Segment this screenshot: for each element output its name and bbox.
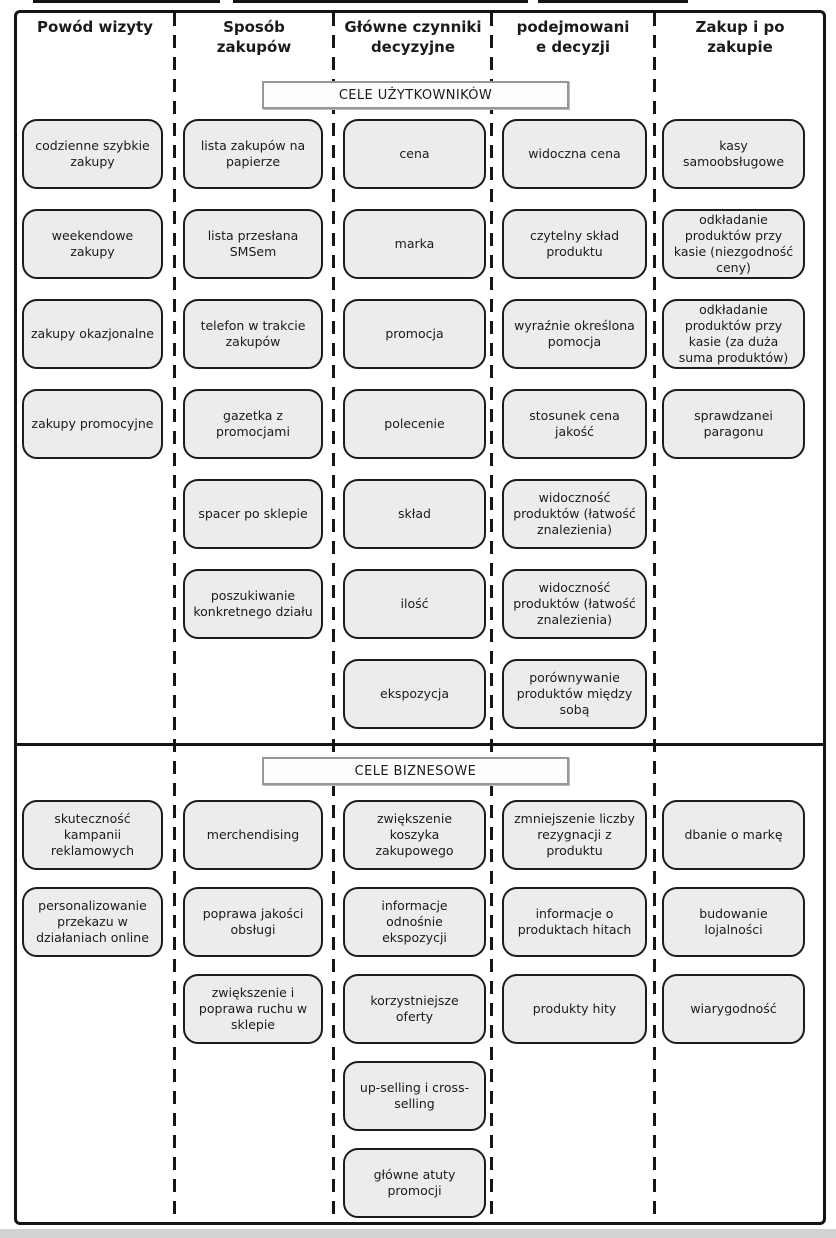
- column-header: Główne czynniki decyzyjne: [344, 18, 482, 57]
- sticky-note[interactable]: widoczność produktów (łatwość znalezieni…: [502, 569, 647, 639]
- sticky-note[interactable]: odkładanie produktów przy kasie (za duża…: [662, 299, 805, 369]
- sticky-note[interactable]: up-selling i cross-selling: [343, 1061, 486, 1131]
- sticky-note[interactable]: ilość: [343, 569, 486, 639]
- column-header: Zakup i po zakupie: [695, 18, 785, 57]
- sticky-note[interactable]: sprawdzanei paragonu: [662, 389, 805, 459]
- column-divider: [653, 13, 656, 1222]
- section-divider: [14, 743, 826, 746]
- sticky-note[interactable]: personalizowanie przekazu w działaniach …: [22, 887, 163, 957]
- column-header: podejmowani e decyzji: [516, 18, 630, 57]
- sticky-note[interactable]: czytelny skład produktu: [502, 209, 647, 279]
- sticky-note[interactable]: lista zakupów na papierze: [183, 119, 323, 189]
- sticky-note[interactable]: dbanie o markę: [662, 800, 805, 870]
- sticky-note[interactable]: marka: [343, 209, 486, 279]
- sticky-note[interactable]: poprawa jakości obsługi: [183, 887, 323, 957]
- top-edge-line: [233, 0, 528, 3]
- sticky-note[interactable]: zwiększenie i poprawa ruchu w sklepie: [183, 974, 323, 1044]
- business-goals-banner: CELE BIZNESOWE: [262, 757, 569, 785]
- sticky-note[interactable]: ekspozycja: [343, 659, 486, 729]
- column-header: Powód wizyty: [37, 18, 153, 36]
- bottom-strip: [0, 1229, 836, 1238]
- sticky-note[interactable]: zwiększenie koszyka zakupowego: [343, 800, 486, 870]
- sticky-note[interactable]: informacje o produktach hitach: [502, 887, 647, 957]
- sticky-note[interactable]: codzienne szybkie zakupy: [22, 119, 163, 189]
- column-divider: [332, 13, 335, 1222]
- sticky-note[interactable]: zakupy okazjonalne: [22, 299, 163, 369]
- column-header: Sposób zakupów: [216, 18, 292, 57]
- sticky-note[interactable]: główne atuty promocji: [343, 1148, 486, 1218]
- sticky-note[interactable]: merchendising: [183, 800, 323, 870]
- sticky-note[interactable]: zmniejszenie liczby rezygnacji z produkt…: [502, 800, 647, 870]
- top-edge-line: [33, 0, 220, 3]
- sticky-note[interactable]: skuteczność kampanii reklamowych: [22, 800, 163, 870]
- sticky-note[interactable]: polecenie: [343, 389, 486, 459]
- sticky-note[interactable]: widoczna cena: [502, 119, 647, 189]
- sticky-note[interactable]: wyraźnie określona pomocja: [502, 299, 647, 369]
- column-divider: [173, 13, 176, 1222]
- sticky-note[interactable]: produkty hity: [502, 974, 647, 1044]
- column-divider: [490, 13, 493, 1222]
- sticky-note[interactable]: informacje odnośnie ekspozycji: [343, 887, 486, 957]
- sticky-note[interactable]: promocja: [343, 299, 486, 369]
- sticky-note[interactable]: widoczność produktów (łatwość znalezieni…: [502, 479, 647, 549]
- user-goals-banner: CELE UŻYTKOWNIKÓW: [262, 81, 569, 109]
- top-edge-line: [538, 0, 688, 3]
- sticky-note[interactable]: weekendowe zakupy: [22, 209, 163, 279]
- sticky-note[interactable]: lista przesłana SMSem: [183, 209, 323, 279]
- sticky-note[interactable]: wiarygodność: [662, 974, 805, 1044]
- sticky-note[interactable]: skład: [343, 479, 486, 549]
- sticky-note[interactable]: porównywanie produktów między sobą: [502, 659, 647, 729]
- sticky-note[interactable]: spacer po sklepie: [183, 479, 323, 549]
- sticky-note[interactable]: kasy samoobsługowe: [662, 119, 805, 189]
- sticky-note[interactable]: cena: [343, 119, 486, 189]
- sticky-note[interactable]: telefon w trakcie zakupów: [183, 299, 323, 369]
- diagram-outer-frame: [14, 10, 826, 1225]
- sticky-note[interactable]: odkładanie produktów przy kasie (niezgod…: [662, 209, 805, 279]
- sticky-note[interactable]: zakupy promocyjne: [22, 389, 163, 459]
- sticky-note[interactable]: korzystniejsze oferty: [343, 974, 486, 1044]
- sticky-note[interactable]: budowanie lojalności: [662, 887, 805, 957]
- sticky-note[interactable]: poszukiwanie konkretnego działu: [183, 569, 323, 639]
- sticky-note[interactable]: gazetka z promocjami: [183, 389, 323, 459]
- sticky-note[interactable]: stosunek cena jakość: [502, 389, 647, 459]
